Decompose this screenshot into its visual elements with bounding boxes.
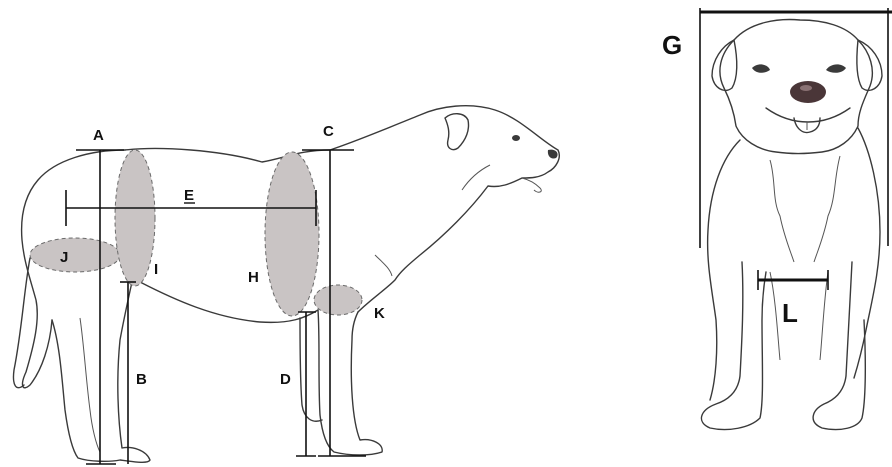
label-D: D <box>280 371 291 388</box>
dog-front-leg-1 <box>318 310 382 455</box>
front-dog-inner-leg-right <box>820 272 828 360</box>
front-dog-body-right <box>854 128 880 378</box>
front-dog-nose-highlight <box>800 85 812 91</box>
front-dog-chest-fur <box>770 156 840 262</box>
thigh-girth-J <box>30 238 120 272</box>
dog-ear <box>445 114 469 150</box>
front-dog-inner-leg-left <box>770 272 780 360</box>
label-G: G <box>662 30 682 60</box>
front-dog-nose <box>790 81 826 103</box>
front-dog-body <box>708 140 740 400</box>
label-C: C <box>323 123 334 140</box>
dog-body-outline <box>125 106 559 312</box>
front-dog-right-ear <box>857 40 882 90</box>
label-L: L <box>782 298 798 328</box>
side-view-dog: A B C D E H I J K <box>13 106 559 464</box>
dog-neck-fold <box>462 165 490 190</box>
label-E: E <box>184 187 194 204</box>
chest-girth-H <box>265 152 319 316</box>
elbow-girth-K <box>314 285 362 315</box>
label-J: J <box>60 249 68 266</box>
label-H: H <box>248 269 259 286</box>
dog-chest-fold <box>375 255 392 276</box>
label-B: B <box>136 371 147 388</box>
front-dog-left-eye <box>752 64 770 72</box>
front-view-dog: G L <box>662 8 892 430</box>
dog-hind-leg-inner <box>80 318 100 452</box>
dog-eye <box>512 135 520 141</box>
dog-nose <box>548 150 558 159</box>
front-dog-left-ear <box>712 40 737 90</box>
label-A: A <box>93 127 104 144</box>
front-dog-right-eye <box>826 64 846 72</box>
label-K: K <box>374 305 385 322</box>
front-dog-mouth <box>766 108 850 122</box>
label-I: I <box>154 261 158 278</box>
waist-girth-I <box>115 150 155 286</box>
dog-mouth <box>522 178 541 192</box>
